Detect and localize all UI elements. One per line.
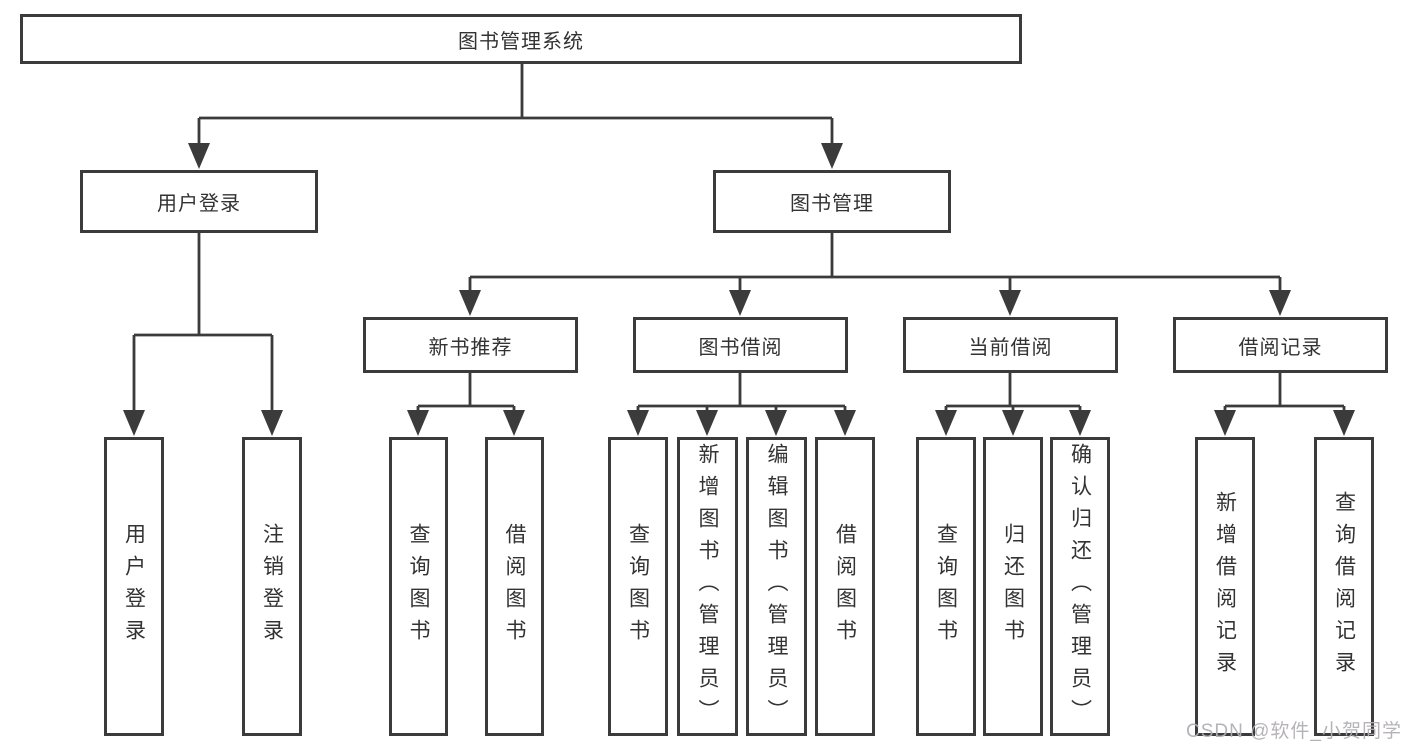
leaf-label-query-books-recommend: 查询图书 [407, 522, 430, 651]
leaf-label-edit-book-admin: 编辑图书（管理员） [765, 442, 788, 731]
leaf-edit-book-admin: 编辑图书（管理员） [746, 437, 807, 736]
node-book-borrow: 图书借阅 [633, 317, 848, 373]
leaf-query-books-current: 查询图书 [916, 437, 976, 736]
node-new-book-recommend: 新书推荐 [363, 317, 578, 373]
leaf-query-borrow-record: 查询借阅记录 [1314, 437, 1374, 736]
leaf-label-borrow-books: 借阅图书 [833, 522, 857, 651]
leaf-label-add-book-admin: 新增图书（管理员） [696, 442, 719, 731]
node-current-borrow: 当前借阅 [903, 317, 1118, 373]
leaf-logout-login: 注销登录 [242, 437, 302, 736]
node-book-management: 图书管理 [713, 170, 951, 233]
leaf-label-return-books: 归还图书 [1001, 522, 1025, 651]
arrowheads [123, 143, 1355, 436]
leaf-label-user-login: 用户登录 [122, 522, 146, 651]
node-user-login: 用户登录 [80, 170, 318, 233]
leaf-query-books-recommend: 查询图书 [389, 437, 448, 736]
node-label-book-management: 图书管理 [790, 193, 874, 215]
leaf-confirm-return-admin: 确认归还（管理员） [1050, 437, 1110, 736]
csdn-watermark: CSDN @软件_小贺同学 [1186, 721, 1402, 742]
node-label-user-login: 用户登录 [157, 193, 241, 215]
leaf-label-add-borrow-record: 新增借阅记录 [1213, 490, 1237, 683]
node-library-management-system: 图书管理系统 [20, 14, 1022, 64]
node-label-current-borrow: 当前借阅 [968, 336, 1053, 359]
leaf-return-books: 归还图书 [983, 437, 1043, 736]
leaf-borrow-books: 借阅图书 [815, 437, 875, 736]
node-label-root: 图书管理系统 [458, 30, 584, 53]
leaf-label-query-borrow-record: 查询借阅记录 [1332, 490, 1356, 683]
leaf-add-borrow-record: 新增借阅记录 [1195, 437, 1255, 736]
leaf-user-login: 用户登录 [104, 437, 164, 736]
leaf-label-query-books-borrow: 查询图书 [626, 522, 650, 651]
node-borrow-records: 借阅记录 [1173, 317, 1388, 373]
leaf-label-confirm-return-admin: 确认归还（管理员） [1068, 442, 1092, 731]
node-label-new-book-recommend: 新书推荐 [428, 336, 513, 359]
leaf-add-book-admin: 新增图书（管理员） [677, 437, 738, 736]
leaf-label-borrow-books-recommend: 借阅图书 [503, 522, 526, 651]
node-label-book-borrow: 图书借阅 [698, 336, 783, 359]
leaf-borrow-books-recommend: 借阅图书 [485, 437, 544, 736]
leaf-label-query-books-current: 查询图书 [934, 522, 958, 651]
leaf-query-books-borrow: 查询图书 [608, 437, 668, 736]
node-label-borrow-records: 借阅记录 [1238, 336, 1323, 359]
leaf-label-logout-login: 注销登录 [260, 522, 284, 651]
